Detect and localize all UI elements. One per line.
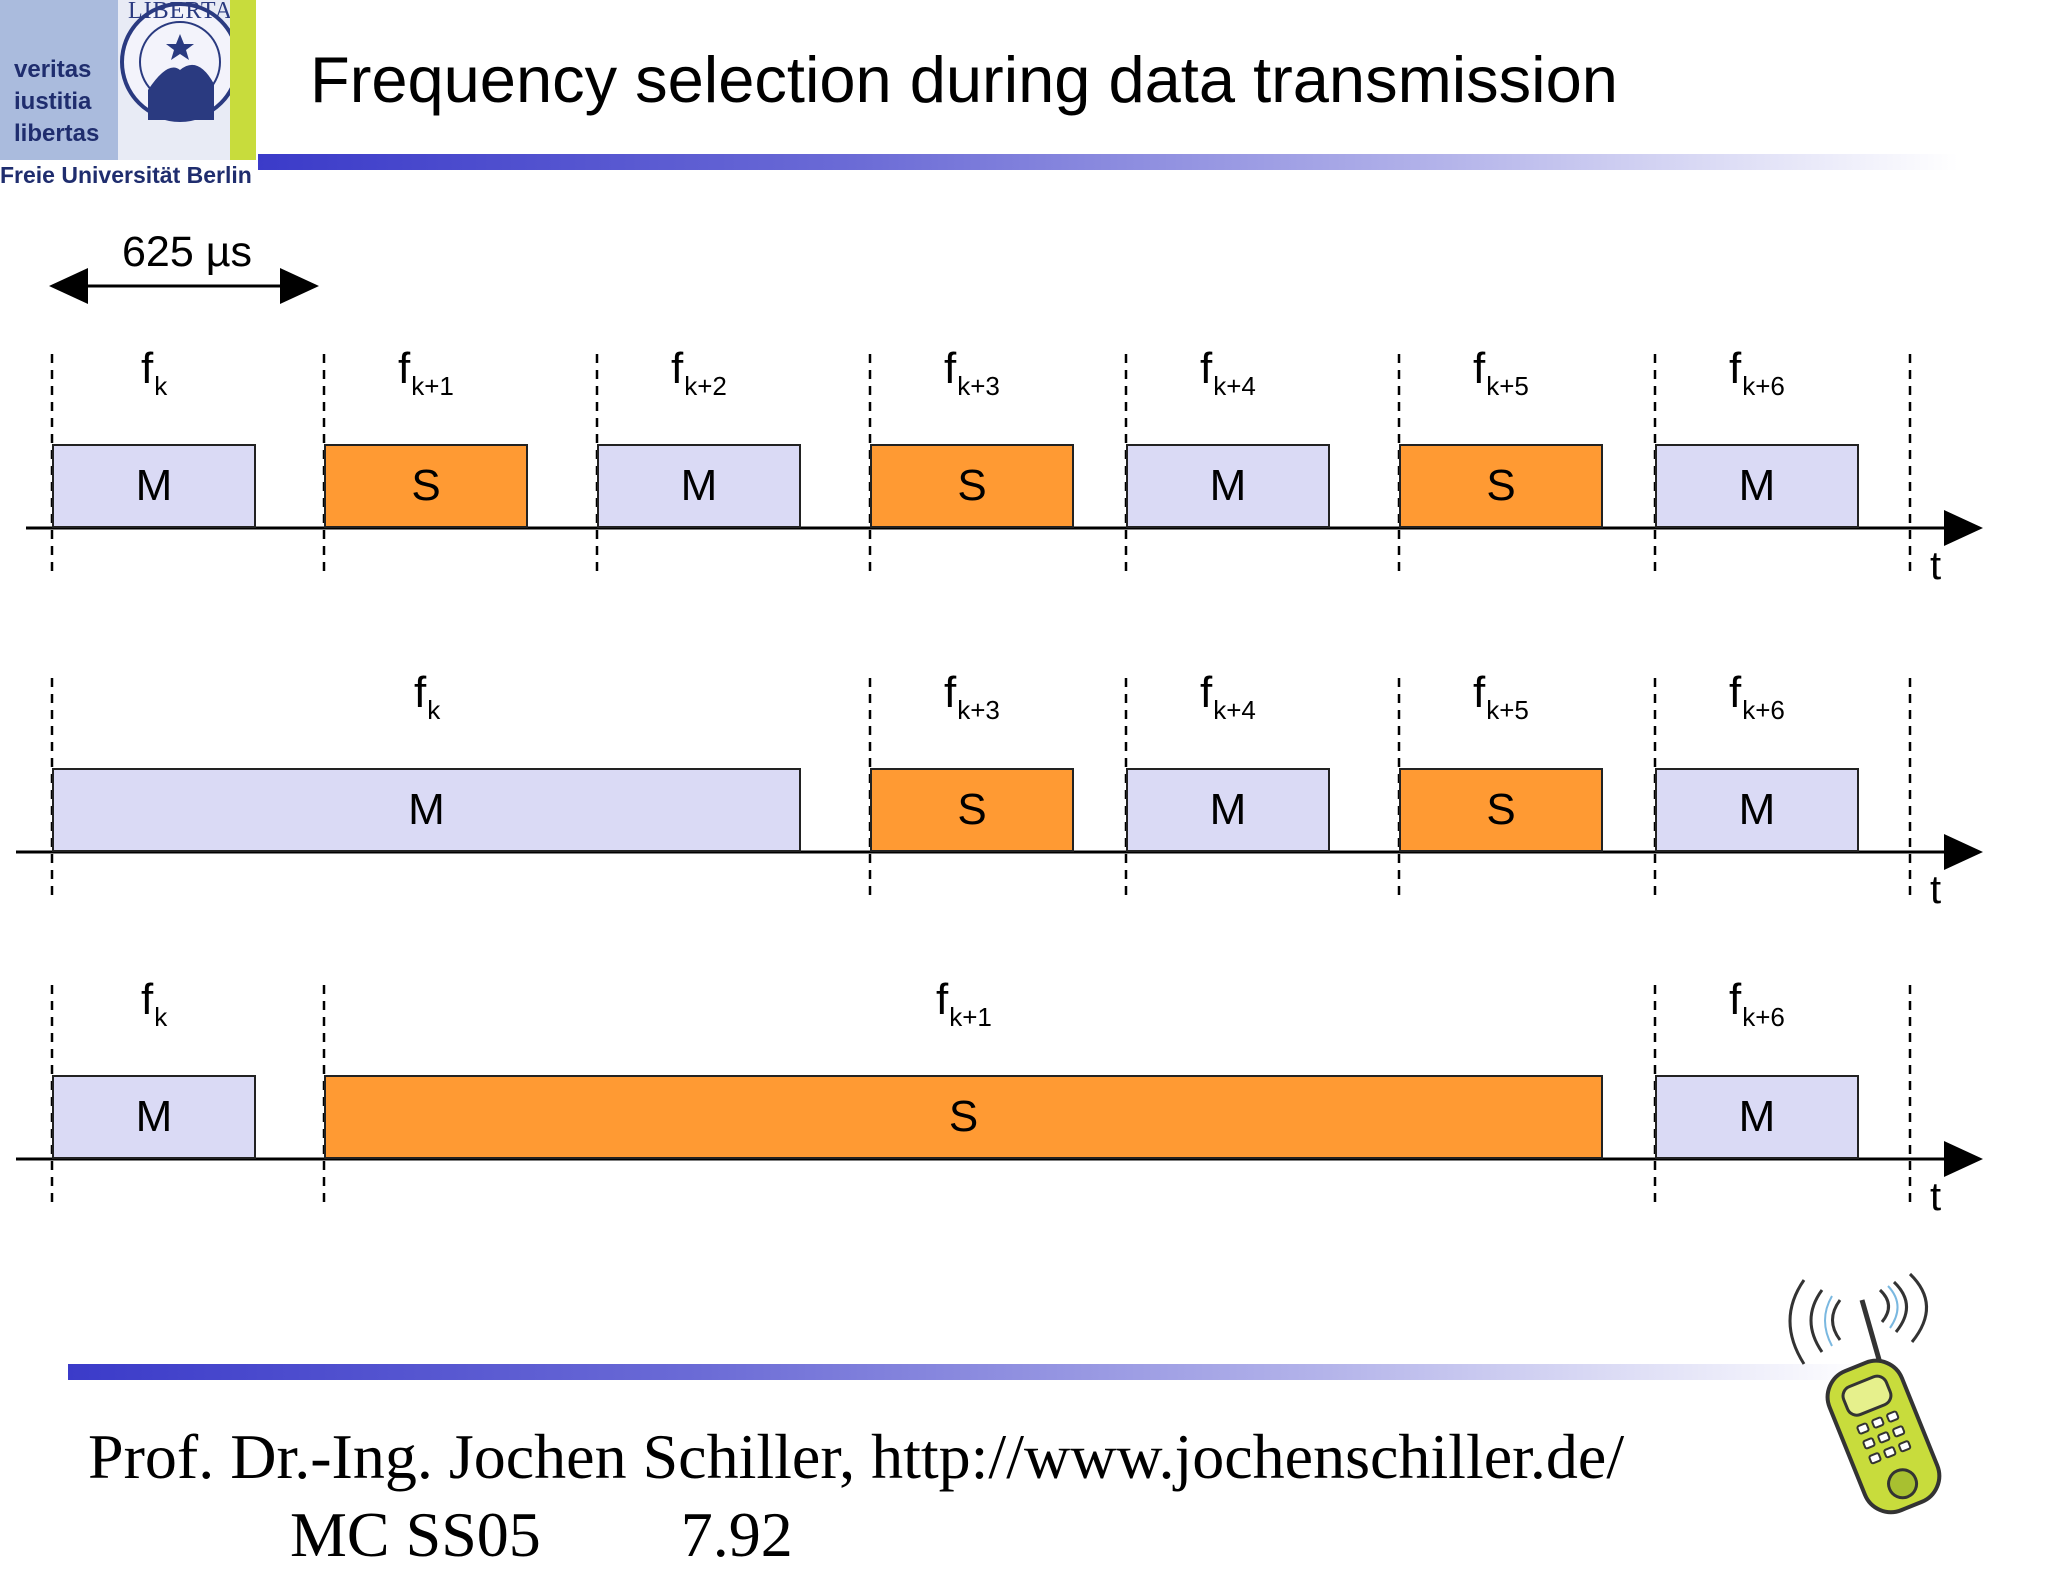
- frequency-label: fk: [414, 668, 441, 725]
- university-name: Freie Universität Berlin: [0, 162, 252, 188]
- frequency-label: fk+5: [1473, 344, 1529, 401]
- university-logo: veritas iustitia libertas LIBERTAS Freie…: [0, 0, 258, 190]
- master-packet: M: [1126, 444, 1330, 528]
- duration-label: 625 µs: [122, 228, 252, 276]
- logo-green-stripe: [230, 0, 256, 160]
- timing-diagram: [16, 268, 1983, 1207]
- frequency-label: fk+4: [1200, 344, 1256, 401]
- frequency-label: fk: [141, 344, 168, 401]
- frequency-label: fk+5: [1473, 668, 1529, 725]
- master-packet: M: [52, 768, 801, 852]
- seal-text: LIBERTAS: [128, 0, 230, 24]
- frequency-label: fk+6: [1729, 668, 1785, 725]
- frequency-label: fk+1: [936, 975, 992, 1032]
- logo-motto-1: veritas: [14, 56, 92, 83]
- master-packet: M: [1126, 768, 1330, 852]
- footer-course: MC SS05: [290, 1499, 541, 1570]
- time-axis-label: t: [1930, 868, 1942, 912]
- footer-accent-bar: [68, 1364, 1868, 1380]
- seal-icon: LIBERTAS: [118, 0, 230, 160]
- logo-motto-2: iustitia: [14, 88, 92, 115]
- slave-packet: S: [1399, 768, 1603, 852]
- slave-packet: S: [1399, 444, 1603, 528]
- slot-boundaries: [50, 354, 1912, 1207]
- master-packet: M: [597, 444, 801, 528]
- footer-page-info: MC SS05 7.92: [290, 1498, 793, 1572]
- slave-packet: S: [870, 444, 1074, 528]
- master-packet: M: [1655, 444, 1859, 528]
- master-packet: M: [1655, 768, 1859, 852]
- master-packet: M: [1655, 1075, 1859, 1159]
- frequency-label: fk+4: [1200, 668, 1256, 725]
- master-packet: M: [52, 1075, 256, 1159]
- frequency-label: fk+2: [671, 344, 727, 401]
- frequency-label: fk+3: [944, 668, 1000, 725]
- time-axis-label: t: [1930, 544, 1942, 588]
- frequency-label: fk+3: [944, 344, 1000, 401]
- footer-author: Prof. Dr.-Ing. Jochen Schiller, http://w…: [88, 1421, 1625, 1492]
- footer-page-number: 7.92: [680, 1499, 793, 1570]
- frequency-label: fk: [141, 975, 168, 1032]
- time-axis-label: t: [1930, 1175, 1942, 1219]
- frequency-label: fk+6: [1729, 975, 1785, 1032]
- logo-motto-3: libertas: [14, 120, 100, 147]
- page-title: Frequency selection during data transmis…: [310, 43, 1618, 116]
- cellphone-icon: [1788, 1272, 1942, 1515]
- slave-packet: S: [324, 444, 528, 528]
- master-packet: M: [52, 444, 256, 528]
- time-axes: [16, 510, 1983, 1177]
- frequency-label: fk+1: [398, 344, 454, 401]
- slave-packet: S: [324, 1075, 1603, 1159]
- frequency-label: fk+6: [1729, 344, 1785, 401]
- slave-packet: S: [870, 768, 1074, 852]
- header-accent-bar: [258, 154, 1958, 170]
